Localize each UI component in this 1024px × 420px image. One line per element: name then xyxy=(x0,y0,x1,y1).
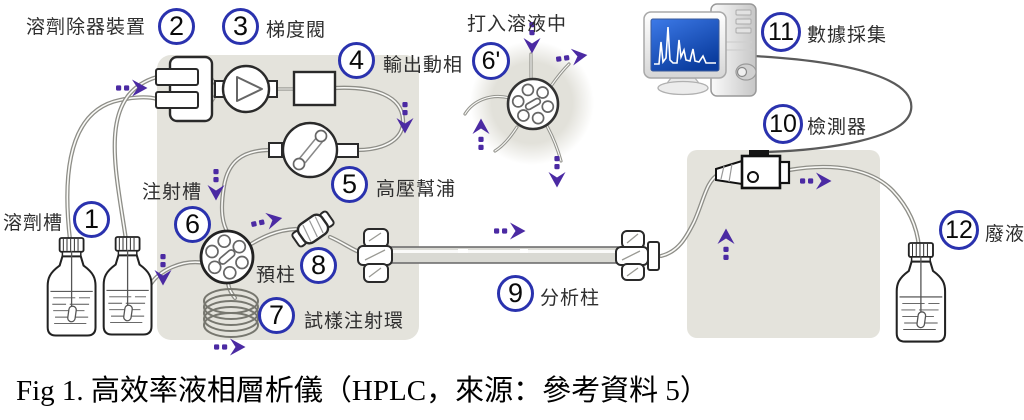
badge-solvent-reservoir: 1 xyxy=(73,201,110,238)
badge-sample-loop: 7 xyxy=(258,297,295,334)
high-pressure-pump xyxy=(268,121,359,179)
label-data-acquisition: 數據採集 xyxy=(807,25,888,46)
degasser xyxy=(155,55,214,123)
label-injector: 注射槽 xyxy=(142,182,203,203)
badge-guard-column: 8 xyxy=(300,247,337,284)
badge-waste: 12 xyxy=(939,210,979,250)
computer xyxy=(643,3,757,97)
label-high-pressure-pump: 高壓幫浦 xyxy=(376,179,457,200)
label-detector: 檢測器 xyxy=(807,117,868,138)
label-alt-injection: 打入溶液中 xyxy=(467,14,568,35)
flow-arrow-above-column xyxy=(494,222,526,240)
label-waste: 廢液 xyxy=(985,224,1024,245)
gradient-valve xyxy=(214,64,278,114)
sample-loop-coil xyxy=(203,288,259,338)
badge-degasser: 2 xyxy=(158,8,195,45)
badge-data-acquisition: 11 xyxy=(761,12,801,52)
badge-analytical-column: 9 xyxy=(497,275,534,312)
waste-bottle xyxy=(895,241,947,343)
tube-detector-to-waste xyxy=(786,164,922,250)
guard-column xyxy=(291,210,335,248)
solvent-bottle-2 xyxy=(102,235,153,336)
injection-valve xyxy=(199,229,255,285)
tube-mixer-to-pump xyxy=(331,85,406,153)
label-degasser: 溶劑除器裝置 xyxy=(26,17,147,38)
label-mobile-phase-output: 輸出動相 xyxy=(383,55,464,76)
cable-computer-to-detector xyxy=(752,54,913,154)
mixer-box xyxy=(292,70,337,107)
label-analytical-column: 分析柱 xyxy=(540,288,601,309)
panel-detector-section xyxy=(687,150,880,338)
badge-injector: 6 xyxy=(174,206,211,243)
badge-detector: 10 xyxy=(763,104,803,144)
solvent-bottle-1 xyxy=(46,236,97,337)
detector-unit xyxy=(715,150,791,190)
alt-injection-valve xyxy=(506,77,560,131)
badge-mobile-phase-output: 4 xyxy=(338,42,375,79)
label-guard-column: 預柱 xyxy=(256,265,297,286)
badge-gradient-valve: 3 xyxy=(222,8,259,45)
tube-alt-injection-valve xyxy=(463,52,571,163)
tube-pump-to-injector xyxy=(219,147,274,238)
label-solvent-reservoir: 溶劑槽 xyxy=(3,213,64,234)
badge-high-pressure-pump: 5 xyxy=(331,166,368,203)
analytical-column xyxy=(357,228,660,283)
chromatogram-trace xyxy=(654,26,716,65)
tube-column-to-detector xyxy=(658,171,722,259)
badge-alt-injection: 6' xyxy=(472,42,510,80)
label-gradient-valve: 梯度閥 xyxy=(266,20,327,41)
flow-arrow-below-loop xyxy=(214,338,246,356)
figure-caption: Fig 1. 高效率液相層析儀（HPLC，來源：參考資料 5） xyxy=(16,375,709,407)
label-sample-loop: 試樣注射環 xyxy=(304,311,405,332)
